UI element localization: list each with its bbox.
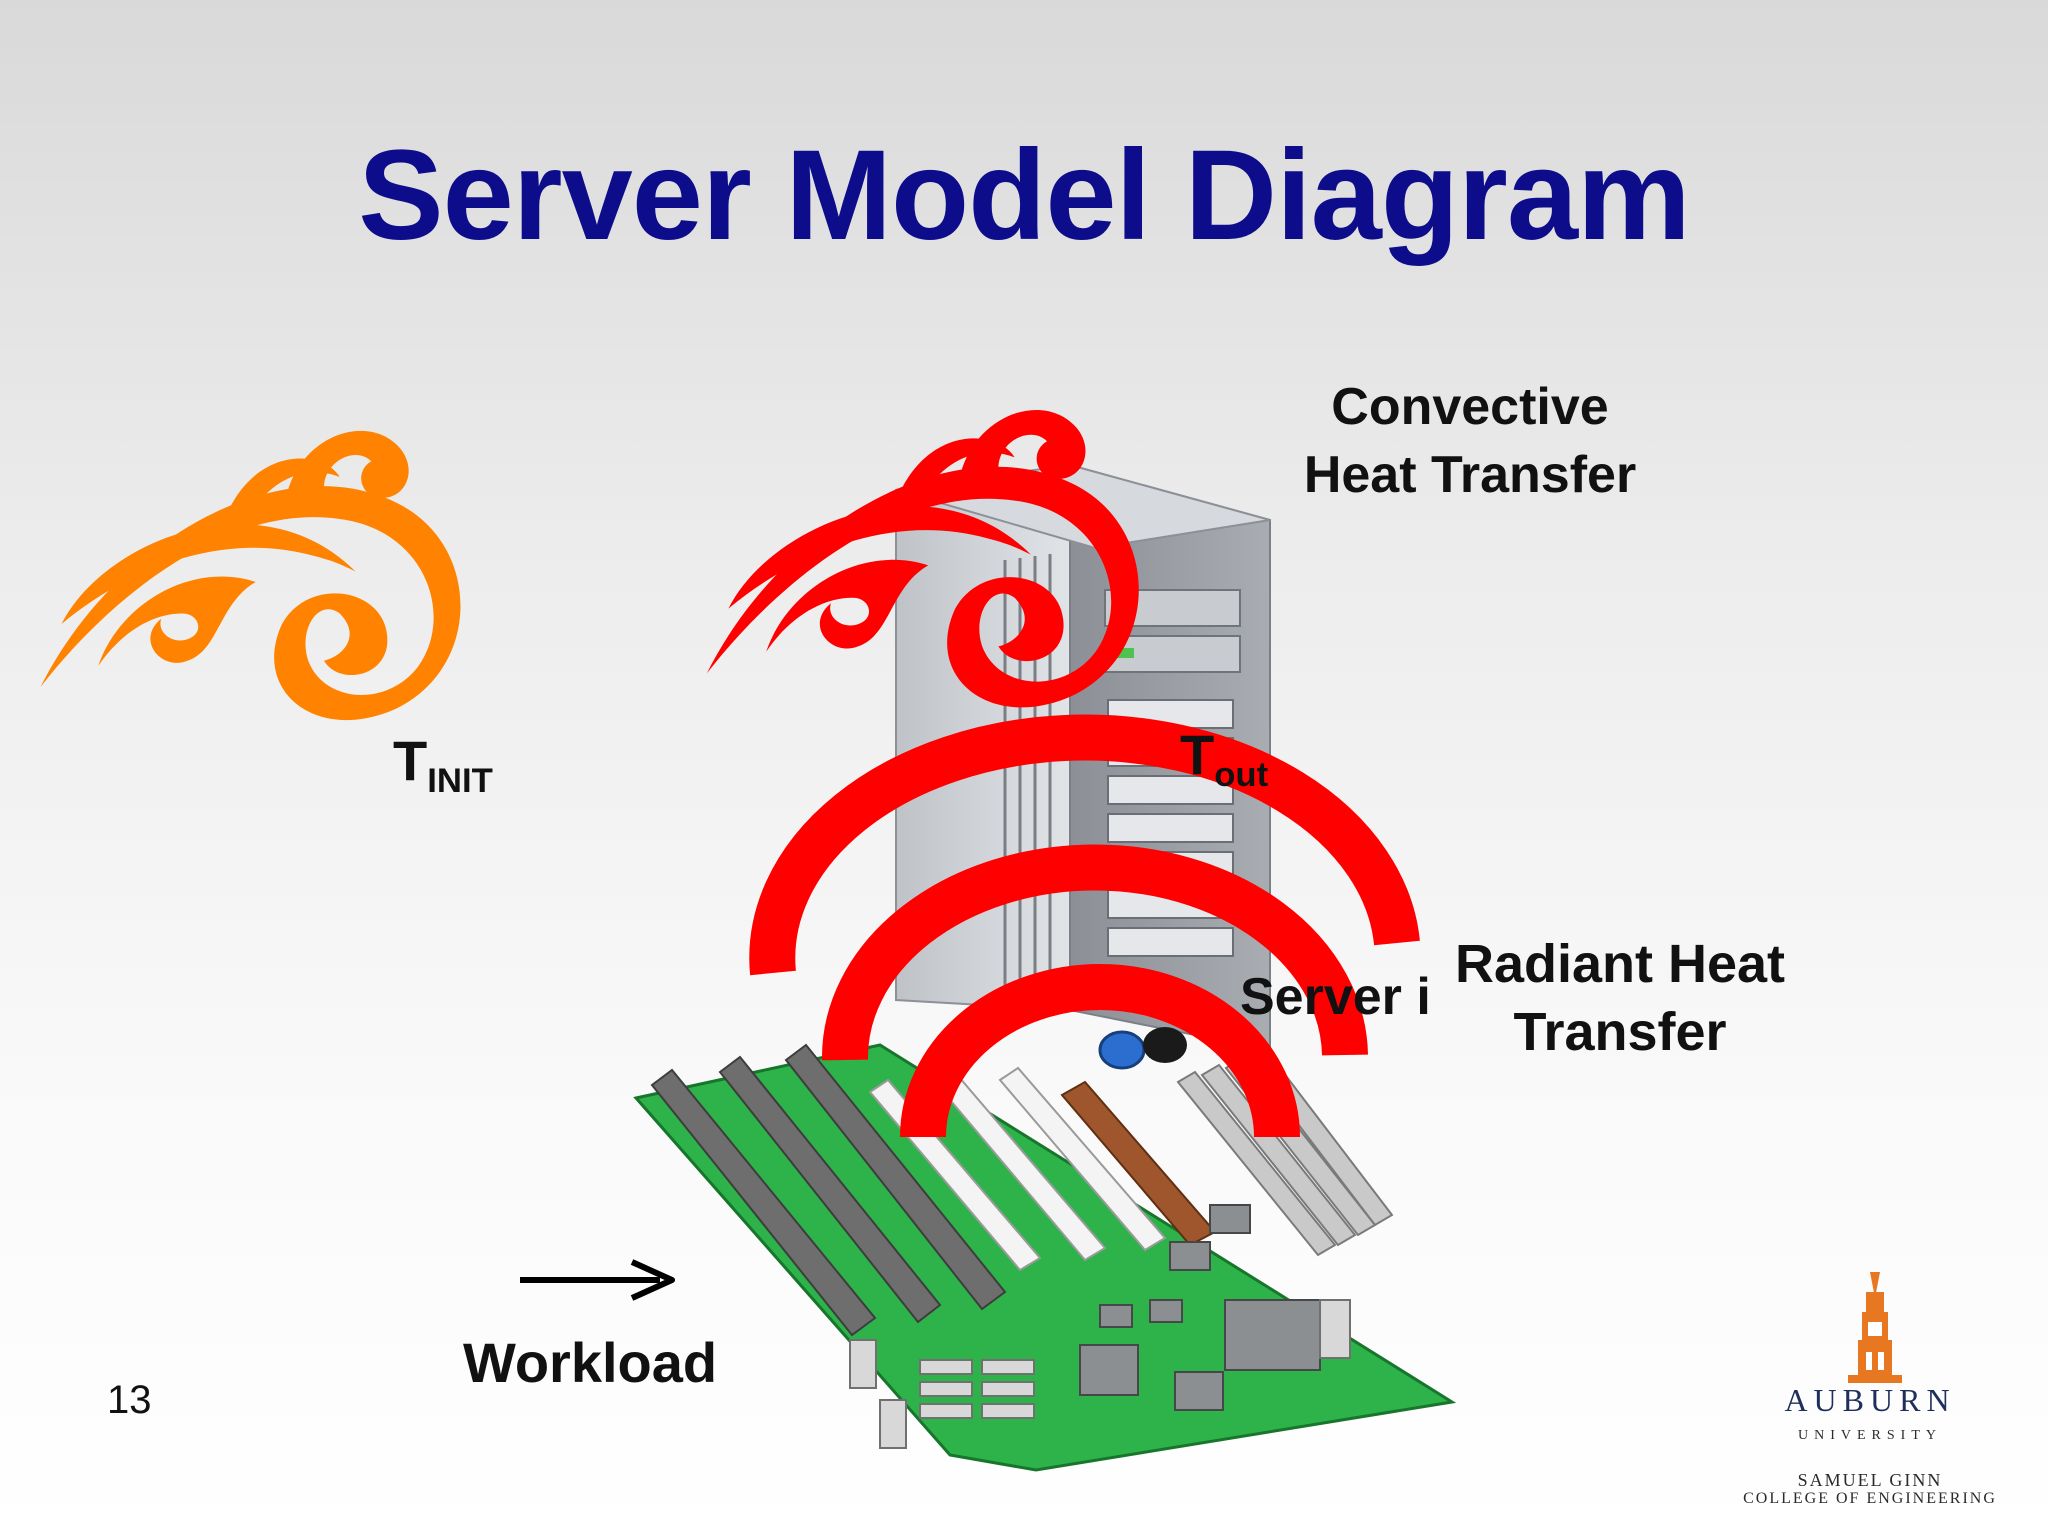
- convective-line-1: Convective: [1331, 378, 1609, 436]
- radiant-heat-transfer-label: Radiant Heat Transfer: [1440, 930, 1800, 1066]
- t-init-main: T: [393, 729, 428, 792]
- slide-title: Server Model Diagram: [358, 124, 1691, 267]
- heat-radiation-arcs-icon: [749, 714, 1420, 1138]
- radiant-line-2: Transfer: [1513, 1002, 1727, 1062]
- logo-subtitle: UNIVERSITY: [1798, 1428, 1942, 1443]
- t-init-label: TINIT: [393, 728, 493, 801]
- server-label: Server i: [1240, 968, 1431, 1026]
- convective-line-2: Heat Transfer: [1303, 446, 1637, 504]
- t-out-label: Tout: [1180, 722, 1268, 795]
- t-out-main: T: [1180, 723, 1215, 786]
- logo-name: AUBURN: [1784, 1382, 1956, 1418]
- workload-label: Workload: [463, 1331, 718, 1394]
- radiant-line-1: Radiant Heat: [1454, 934, 1786, 994]
- wind-swirl-icon: [706, 409, 1139, 708]
- t-out-subscript: out: [1214, 756, 1269, 795]
- wind-swirl-icon: [40, 430, 461, 721]
- logo-college-line-2: COLLEGE OF ENGINEERING: [1743, 1490, 1997, 1507]
- motherboard-icon: [633, 1027, 1457, 1472]
- logo-college-line-1: SAMUEL GINN: [1797, 1470, 1943, 1490]
- arrow-right-icon: [520, 1259, 675, 1301]
- page-number: 13: [107, 1378, 152, 1422]
- t-init-subscript: INIT: [427, 762, 493, 801]
- auburn-tower-logo: [1848, 1272, 1902, 1383]
- convective-heat-transfer-label: Convective Heat Transfer: [1270, 373, 1670, 509]
